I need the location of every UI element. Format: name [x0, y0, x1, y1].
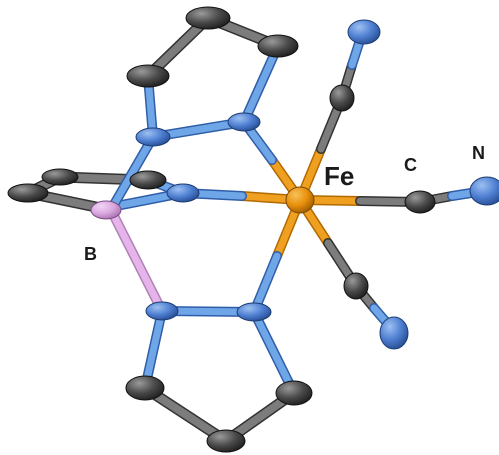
atom-nitrogen — [469, 176, 499, 206]
atom-carbon — [257, 34, 299, 58]
bonds — [22, 12, 489, 447]
atom-nitrogen — [166, 183, 200, 203]
atom-nitrogen — [236, 302, 272, 322]
label-c: C — [404, 155, 417, 175]
atom-nitrogen — [379, 316, 409, 350]
atom-carbon — [126, 64, 170, 88]
atom-nitrogen — [347, 19, 381, 45]
atom-boron — [90, 200, 122, 220]
atom-carbon — [275, 380, 313, 406]
bond-b-n — [108, 208, 166, 315]
atom-carbon — [343, 272, 369, 300]
atoms — [7, 6, 499, 453]
bond-c-n — [141, 307, 166, 392]
atom-carbon — [404, 190, 436, 214]
atom-carbon — [206, 429, 246, 453]
atom-nitrogen — [145, 301, 179, 321]
atom-nitrogen — [227, 112, 261, 132]
atom-carbon — [329, 84, 355, 112]
bond-fe-n — [250, 252, 281, 316]
label-fe: Fe — [324, 161, 355, 191]
atom-nitrogen — [135, 127, 171, 147]
atom-iron — [285, 186, 315, 214]
atom-carbon — [129, 170, 167, 190]
bond-c-n — [240, 42, 282, 126]
atom-carbon — [125, 375, 165, 401]
label-n: N — [472, 143, 485, 163]
label-b: B — [84, 244, 97, 264]
atom-carbon — [185, 6, 231, 30]
bond-n-b — [108, 133, 157, 212]
atom-carbon — [41, 168, 79, 186]
atom-carbon — [7, 183, 49, 203]
bond-c-n — [250, 308, 298, 397]
